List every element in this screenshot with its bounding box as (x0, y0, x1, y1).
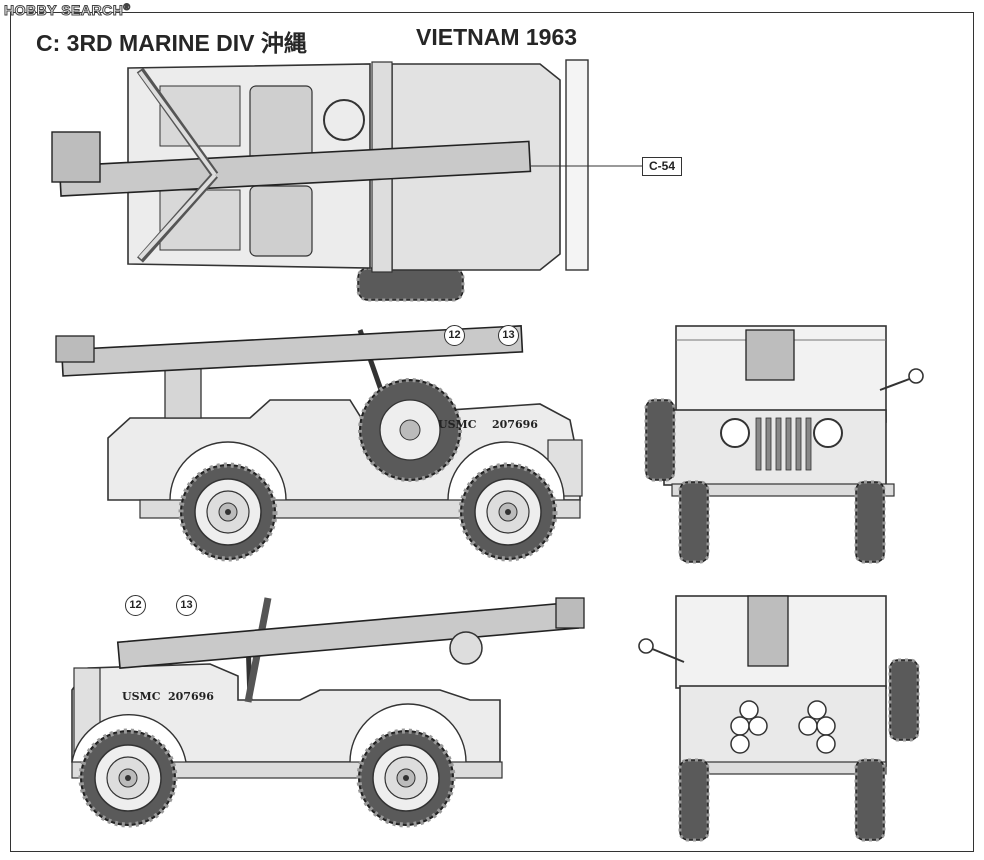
decal-badge-12: 12 (444, 325, 465, 346)
decal-badge-13: 13 (498, 325, 519, 346)
serial-marking-left: 207696 (492, 418, 538, 431)
hobby-search-watermark: HOBBY SEARCH® (3, 2, 131, 19)
usmc-marking-right: USMC (122, 690, 161, 703)
serial-marking-right: 207696 (168, 690, 214, 703)
drawing-frame (10, 12, 974, 852)
theater-title: VIETNAM 1963 (416, 24, 578, 50)
decal-badge-12: 12 (125, 595, 146, 616)
part-callout: C-54 (642, 157, 682, 176)
rear-view (638, 595, 920, 842)
decal-badge-13: 13 (176, 595, 197, 616)
left-side-view (55, 325, 583, 559)
top-view (51, 59, 642, 302)
right-side-view (71, 597, 585, 825)
usmc-marking-left: USMC (438, 418, 477, 431)
scheme-title: C: 3RD MARINE DIV 沖縄 (36, 30, 307, 56)
front-view (644, 325, 924, 564)
